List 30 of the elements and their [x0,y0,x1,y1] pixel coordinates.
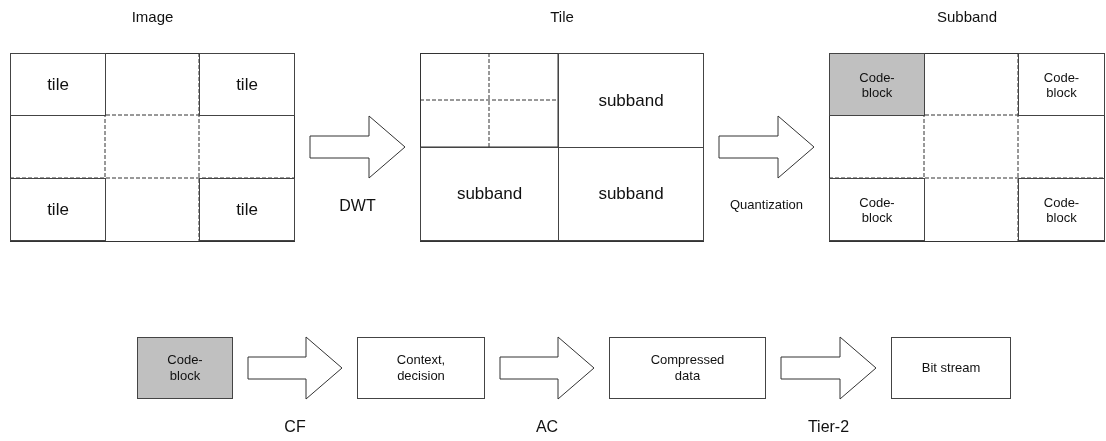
grid-cell: tile [199,53,295,116]
grid-cell: subband [420,147,559,241]
grid-cell: Code-block [1018,53,1105,116]
grid-cell: subband [558,147,704,241]
grid-cell: Code-block [829,178,925,241]
process-box: Bit stream [891,337,1011,399]
block-arrow [309,115,406,179]
block-arrow [780,336,877,400]
grid-panel [829,8,1105,242]
edge-label: Tier-2 [807,418,850,436]
edge-label: DWT [339,197,376,215]
block-arrow [247,336,343,400]
grid-cell: subband [558,53,704,148]
grid-cell: tile [199,178,295,241]
grid-heading: Image [130,8,175,25]
edge-label: AC [535,418,559,436]
grid-heading: Subband [935,8,999,25]
edge-label: CF [284,418,306,436]
block-arrow [718,115,815,179]
process-box: Code-block [137,337,233,399]
grid-cell: tile [10,178,106,241]
edge-label: Quantization [730,197,803,212]
block-arrow [499,336,595,400]
grid-panel [420,8,704,242]
process-box: Context, decision [357,337,485,399]
process-box: Compressed data [609,337,766,399]
grid-heading: Tile [549,8,575,25]
grid-cell: tile [10,53,106,116]
grid-cell: Code-block [1018,178,1105,241]
grid-cell: Code-block [829,53,925,116]
